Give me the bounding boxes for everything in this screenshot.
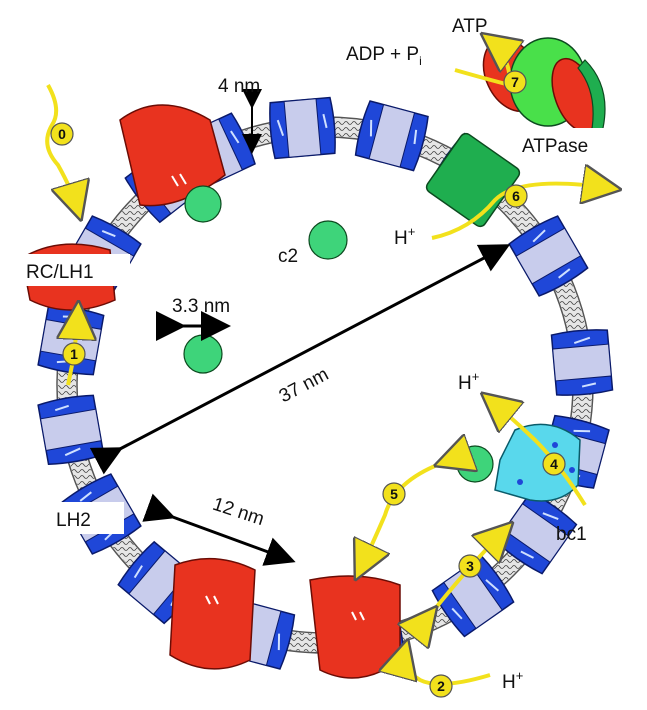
step-circle	[382, 482, 406, 506]
lh2-unit	[36, 392, 106, 468]
rc-core-bottom	[309, 575, 401, 679]
step-circle	[504, 184, 528, 208]
measurement-arrows	[89, 89, 511, 566]
step-number: 3	[466, 558, 474, 574]
atpase-complex	[425, 37, 606, 228]
vesicle-diameter-label: 37 nm	[276, 364, 332, 407]
c2-circle-2	[308, 220, 348, 260]
step-circle	[50, 122, 74, 146]
step-circle	[503, 70, 527, 94]
c2-circle-4	[456, 445, 494, 483]
rc-core-bottom-left	[169, 557, 256, 670]
step-circle	[458, 554, 482, 578]
step-number: 6	[512, 188, 520, 204]
c2-size-label: 3.3 nm	[172, 296, 230, 317]
c2-label: c2	[278, 246, 298, 267]
h-plus-label-3: H+	[502, 668, 523, 693]
bc1-label: bc1	[556, 524, 587, 545]
atpase-label: ATPase	[522, 136, 588, 157]
rc-lh1-label: RC/LH1	[26, 262, 94, 283]
bc1-complex	[494, 423, 581, 502]
step-number: 1	[70, 346, 78, 362]
atp-label: ATP	[452, 16, 488, 37]
lh2-unit	[267, 96, 338, 160]
step-number: 0	[58, 126, 66, 142]
c2-circle-3	[183, 334, 223, 374]
step-number: 7	[511, 74, 519, 90]
rc-core-top	[119, 104, 226, 207]
step-number: 4	[550, 456, 558, 472]
lh2-unit	[352, 99, 431, 173]
c2-circle-1	[184, 185, 222, 223]
adp-label: ADP + Pi	[346, 44, 422, 68]
step-number: 2	[437, 678, 445, 694]
step-markers: 0 1 2 3 4 5 6 7	[50, 70, 566, 698]
h-plus-label-1: H+	[394, 224, 415, 249]
lh2-width-label: 12 nm	[210, 494, 267, 530]
step-circle	[62, 342, 86, 366]
step-number: 5	[390, 486, 398, 502]
lh2-label: LH2	[56, 510, 91, 531]
lh2-unit	[550, 327, 614, 398]
membrane-thickness-label: 4 nm	[218, 76, 260, 97]
step-circle	[429, 674, 453, 698]
step-circle	[542, 452, 566, 476]
h-plus-label-2: H+	[458, 369, 479, 394]
